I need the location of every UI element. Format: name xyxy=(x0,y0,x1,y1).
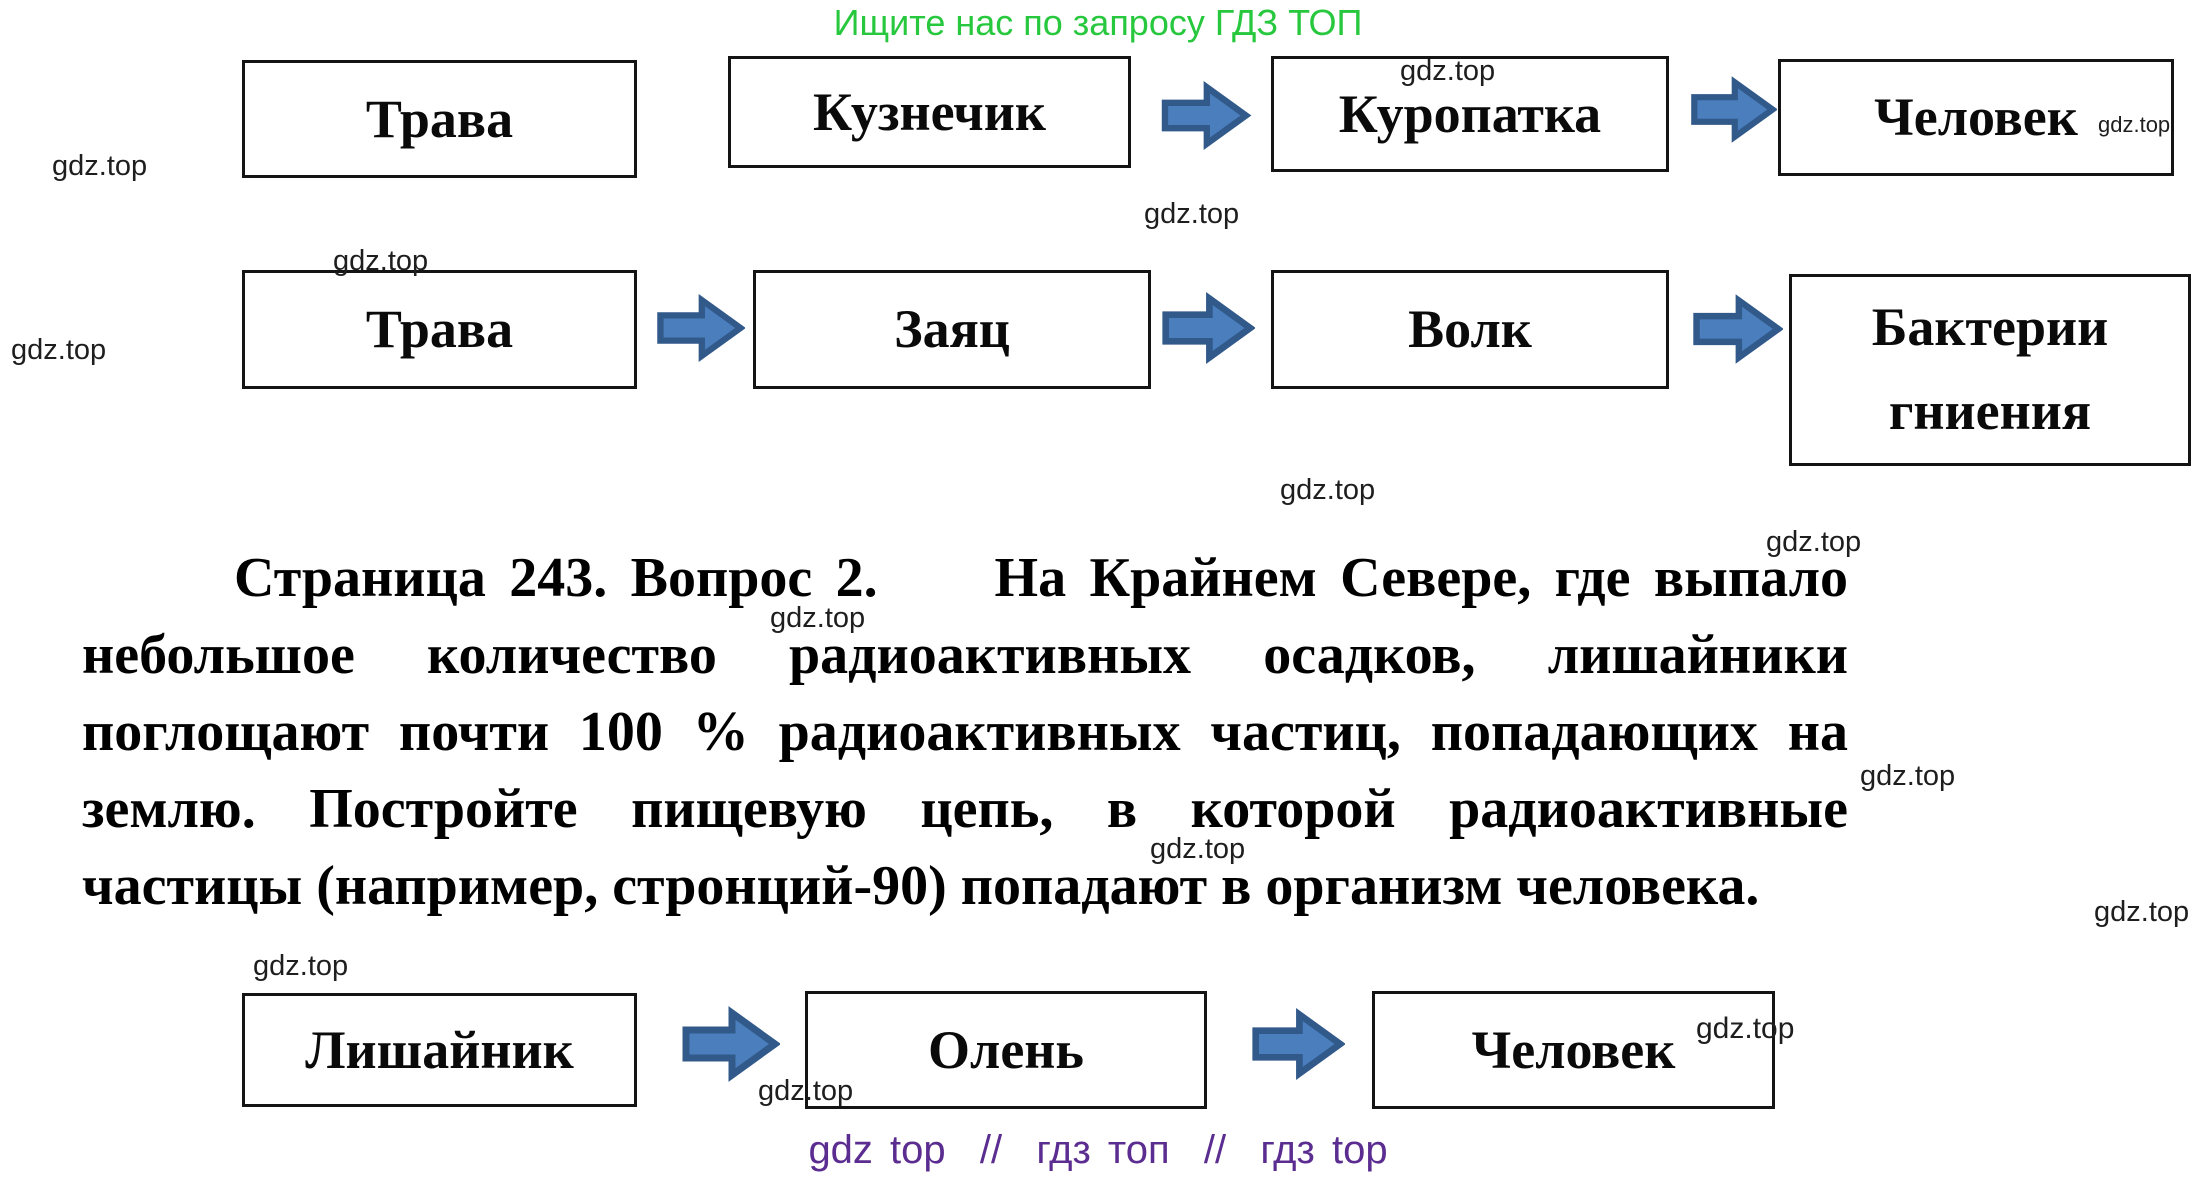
watermark: gdz.top xyxy=(1280,474,1376,506)
watermark: gdz.top xyxy=(2098,112,2171,137)
chain2-box-trava: Трава xyxy=(242,270,637,389)
chain3-box-lishaynik-label: Лишайник xyxy=(305,1019,574,1080)
arrow-right-icon xyxy=(657,293,745,363)
watermark: gdz.top xyxy=(1144,198,1240,230)
chain2-box-bakterii-gnieniya: Бактерии гниения xyxy=(1789,274,2191,466)
arrow-right-icon xyxy=(1252,1008,1345,1080)
watermark: gdz.top xyxy=(1696,1012,1795,1045)
chain3-box-lishaynik: Лишайник xyxy=(242,993,637,1107)
watermark: gdz.top xyxy=(253,950,349,982)
watermark: gdz.top xyxy=(333,245,429,277)
chain1-box-chelovek: Человек xyxy=(1778,59,2174,176)
question-line: частицы (например, стронций-90) попадают… xyxy=(82,855,1760,917)
question-paragraph: Страница 243. Вопрос 2. На Крайнем Север… xyxy=(82,540,1848,925)
watermark: gdz.top xyxy=(1150,833,1246,865)
watermark: gdz.top xyxy=(11,334,107,366)
arrow-right-icon xyxy=(1693,294,1783,364)
question-line: Страница 243. Вопрос 2. На Крайнем Север… xyxy=(234,547,1848,609)
question-line: небольшое количество радиоактивных осадк… xyxy=(82,624,1848,686)
chain1-box-trava: Трава xyxy=(242,60,637,178)
chain1-box-trava-label: Трава xyxy=(365,88,514,149)
chain1-box-chelovek-label: Человек xyxy=(1874,87,2078,148)
promo-banner-text: Ищите нас по запросу ГДЗ ТОП xyxy=(833,2,1363,43)
chain2-box-trava-label: Трава xyxy=(365,299,514,360)
arrow-right-icon xyxy=(1162,292,1255,364)
chain3-box-chelovek-label: Человек xyxy=(1471,1019,1676,1080)
chain2-box-zayats-label: Заяц xyxy=(894,299,1010,360)
watermark: gdz.top xyxy=(1766,526,1862,558)
question-line: землю. Постройте пищевую цепь, в которой… xyxy=(82,778,1848,840)
chain3-box-olen: Олень xyxy=(805,991,1207,1109)
chain2-box-volk-label: Волк xyxy=(1408,299,1532,360)
arrow-right-icon xyxy=(682,1006,780,1082)
chain2-box-zayats: Заяц xyxy=(753,270,1151,389)
watermark: gdz.top xyxy=(770,602,866,634)
chain2-box-bakterii-gnieniya-label: Бактерии гниения xyxy=(1871,297,2109,441)
chain3-box-chelovek: Человек xyxy=(1372,991,1775,1109)
footer-site-tags: gdz top // гдз топ // гдз top xyxy=(808,1128,1388,1172)
chain3-box-olen-label: Олень xyxy=(928,1019,1084,1080)
chain2-box-volk: Волк xyxy=(1271,270,1669,389)
watermark: gdz.top xyxy=(758,1075,854,1107)
arrow-right-icon xyxy=(1161,81,1252,150)
watermark: gdz.top xyxy=(1400,55,1496,87)
chain1-box-kuznechik: Кузнечик xyxy=(728,56,1131,168)
arrow-right-icon xyxy=(1691,76,1777,143)
watermark: gdz.top xyxy=(2094,896,2190,928)
chain1-box-kuropatka: Куропатка xyxy=(1271,56,1669,172)
chain1-box-kuropatka-label: Куропатка xyxy=(1338,83,1602,144)
watermark: gdz.top xyxy=(1860,760,1956,792)
chain1-box-kuznechik-label: Кузнечик xyxy=(813,81,1046,142)
watermark: gdz.top xyxy=(52,150,148,182)
question-line: поглощают почти 100 % радиоактивных част… xyxy=(82,701,1848,763)
